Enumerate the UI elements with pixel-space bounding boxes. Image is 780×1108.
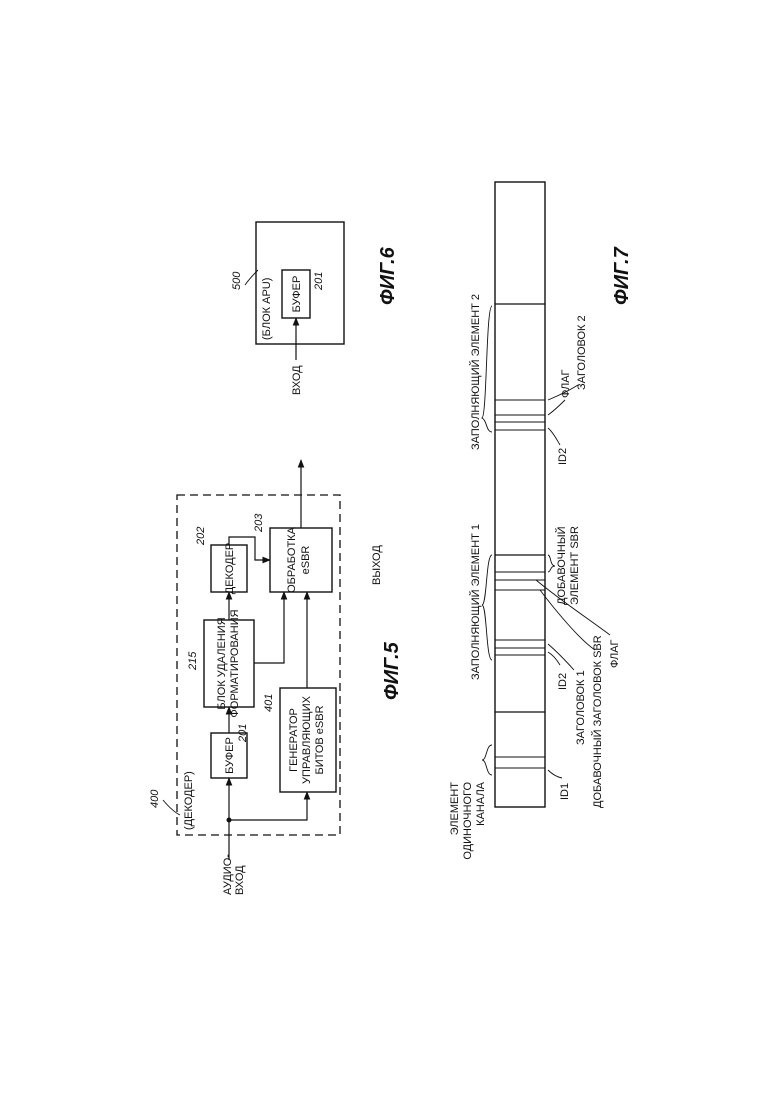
- esbr-processing-label-1: ОБРАБОТКА: [286, 526, 298, 592]
- id1-leader: [548, 770, 562, 778]
- generator-label-2: УПРАВЛЯЮЩИХ: [301, 695, 313, 784]
- apu-buffer-label: БУФЕР: [291, 276, 303, 313]
- deformatter-to-esbr-arrow: [254, 592, 284, 663]
- id2b-label: ID2: [557, 448, 569, 465]
- fill-element-1-label: ЗАПОЛНЯЮЩИЙ ЭЛЕМЕНТ 1: [469, 524, 482, 680]
- apu-buffer-ref: 201: [313, 272, 325, 291]
- bitstream-bar: [495, 182, 545, 807]
- esbr-processing-ref: 203: [253, 513, 265, 533]
- flag1-label: ФЛАГ: [609, 639, 621, 668]
- buffer-label: БУФЕР: [224, 737, 236, 774]
- figure-7: ЗАПОЛНЯЮЩИЙ ЭЛЕМЕНТ 2 ЗАПОЛНЯЮЩИЙ ЭЛЕМЕН…: [449, 182, 633, 860]
- decoder-label: (ДЕКОДЕР): [183, 771, 195, 830]
- deformatter-label-2: ФОРМАТИРОВАНИЯ: [229, 609, 241, 717]
- output-label: ВЫХОД: [371, 545, 383, 585]
- audio-input-label-2: ВХОД: [234, 865, 246, 895]
- apu-input-label: ВХОД: [291, 365, 303, 395]
- header1-leader: [548, 644, 574, 670]
- sce-brace: [482, 745, 492, 775]
- audio-to-generator-arrow: [229, 792, 307, 820]
- apu-ref: 500: [231, 271, 243, 290]
- extra-sbr-element-brace: [548, 555, 555, 572]
- decoder-block-label: ДЕКОДЕР: [224, 543, 236, 595]
- id2b-leader: [548, 428, 560, 445]
- buffer-ref: 201: [237, 724, 249, 743]
- fill-element-2-brace: [482, 306, 492, 432]
- header1-label: ЗАГОЛОВОК 1: [575, 670, 587, 745]
- fig7-caption: ФИГ.7: [611, 246, 633, 305]
- fig6-caption: ФИГ.6: [377, 246, 399, 305]
- deformatter-ref: 215: [187, 651, 199, 671]
- decoder-block-ref: 202: [195, 527, 207, 546]
- sce-label-1: ЭЛЕМЕНТ: [449, 782, 461, 836]
- apu-label: (БЛОК APU): [261, 278, 273, 340]
- fig5-caption: ФИГ.5: [381, 641, 403, 700]
- generator-label-3: БИТОВ eSBR: [314, 705, 326, 774]
- generator-ref: 401: [263, 694, 275, 712]
- flag2-leader: [548, 400, 565, 415]
- decoder-ref: 400: [149, 789, 161, 808]
- audio-input-label-1: АУДИО-: [222, 854, 234, 895]
- id2a-label: ID2: [557, 673, 569, 690]
- sce-label-3: КАНАЛА: [475, 781, 487, 825]
- fill-element-1-brace: [482, 555, 492, 660]
- extra-sbr-element-label-2: ЭЛЕМЕНТ SBR: [569, 526, 581, 605]
- esbr-processing-label-2: eSBR: [300, 546, 312, 575]
- fill-element-2-label: ЗАПОЛНЯЮЩИЙ ЭЛЕМЕНТ 2: [469, 294, 482, 450]
- extra-sbr-header-label: ДОБАВОЧНЫЙ ЗАГОЛОВОК SBR: [591, 635, 604, 808]
- generator-label-1: ГЕНЕРАТОР: [288, 708, 300, 772]
- id1-label: ID1: [559, 783, 571, 800]
- header2-label: ЗАГОЛОВОК 2: [576, 315, 588, 390]
- extra-sbr-element-label-1: ДОБАВОЧНЫЙ: [555, 526, 568, 605]
- figure-6: 500 (БЛОК APU) БУФЕР 201 ВХОД ФИГ.6: [231, 222, 399, 395]
- deformatter-label-1: БЛОК УДАЛЕНИЯ: [216, 617, 228, 709]
- sce-label-2: ОДИНОЧНОГО: [462, 782, 474, 860]
- figure-5: 400 (ДЕКОДЕР) АУДИО- ВХОД БУФЕР 201 БЛОК…: [149, 460, 403, 895]
